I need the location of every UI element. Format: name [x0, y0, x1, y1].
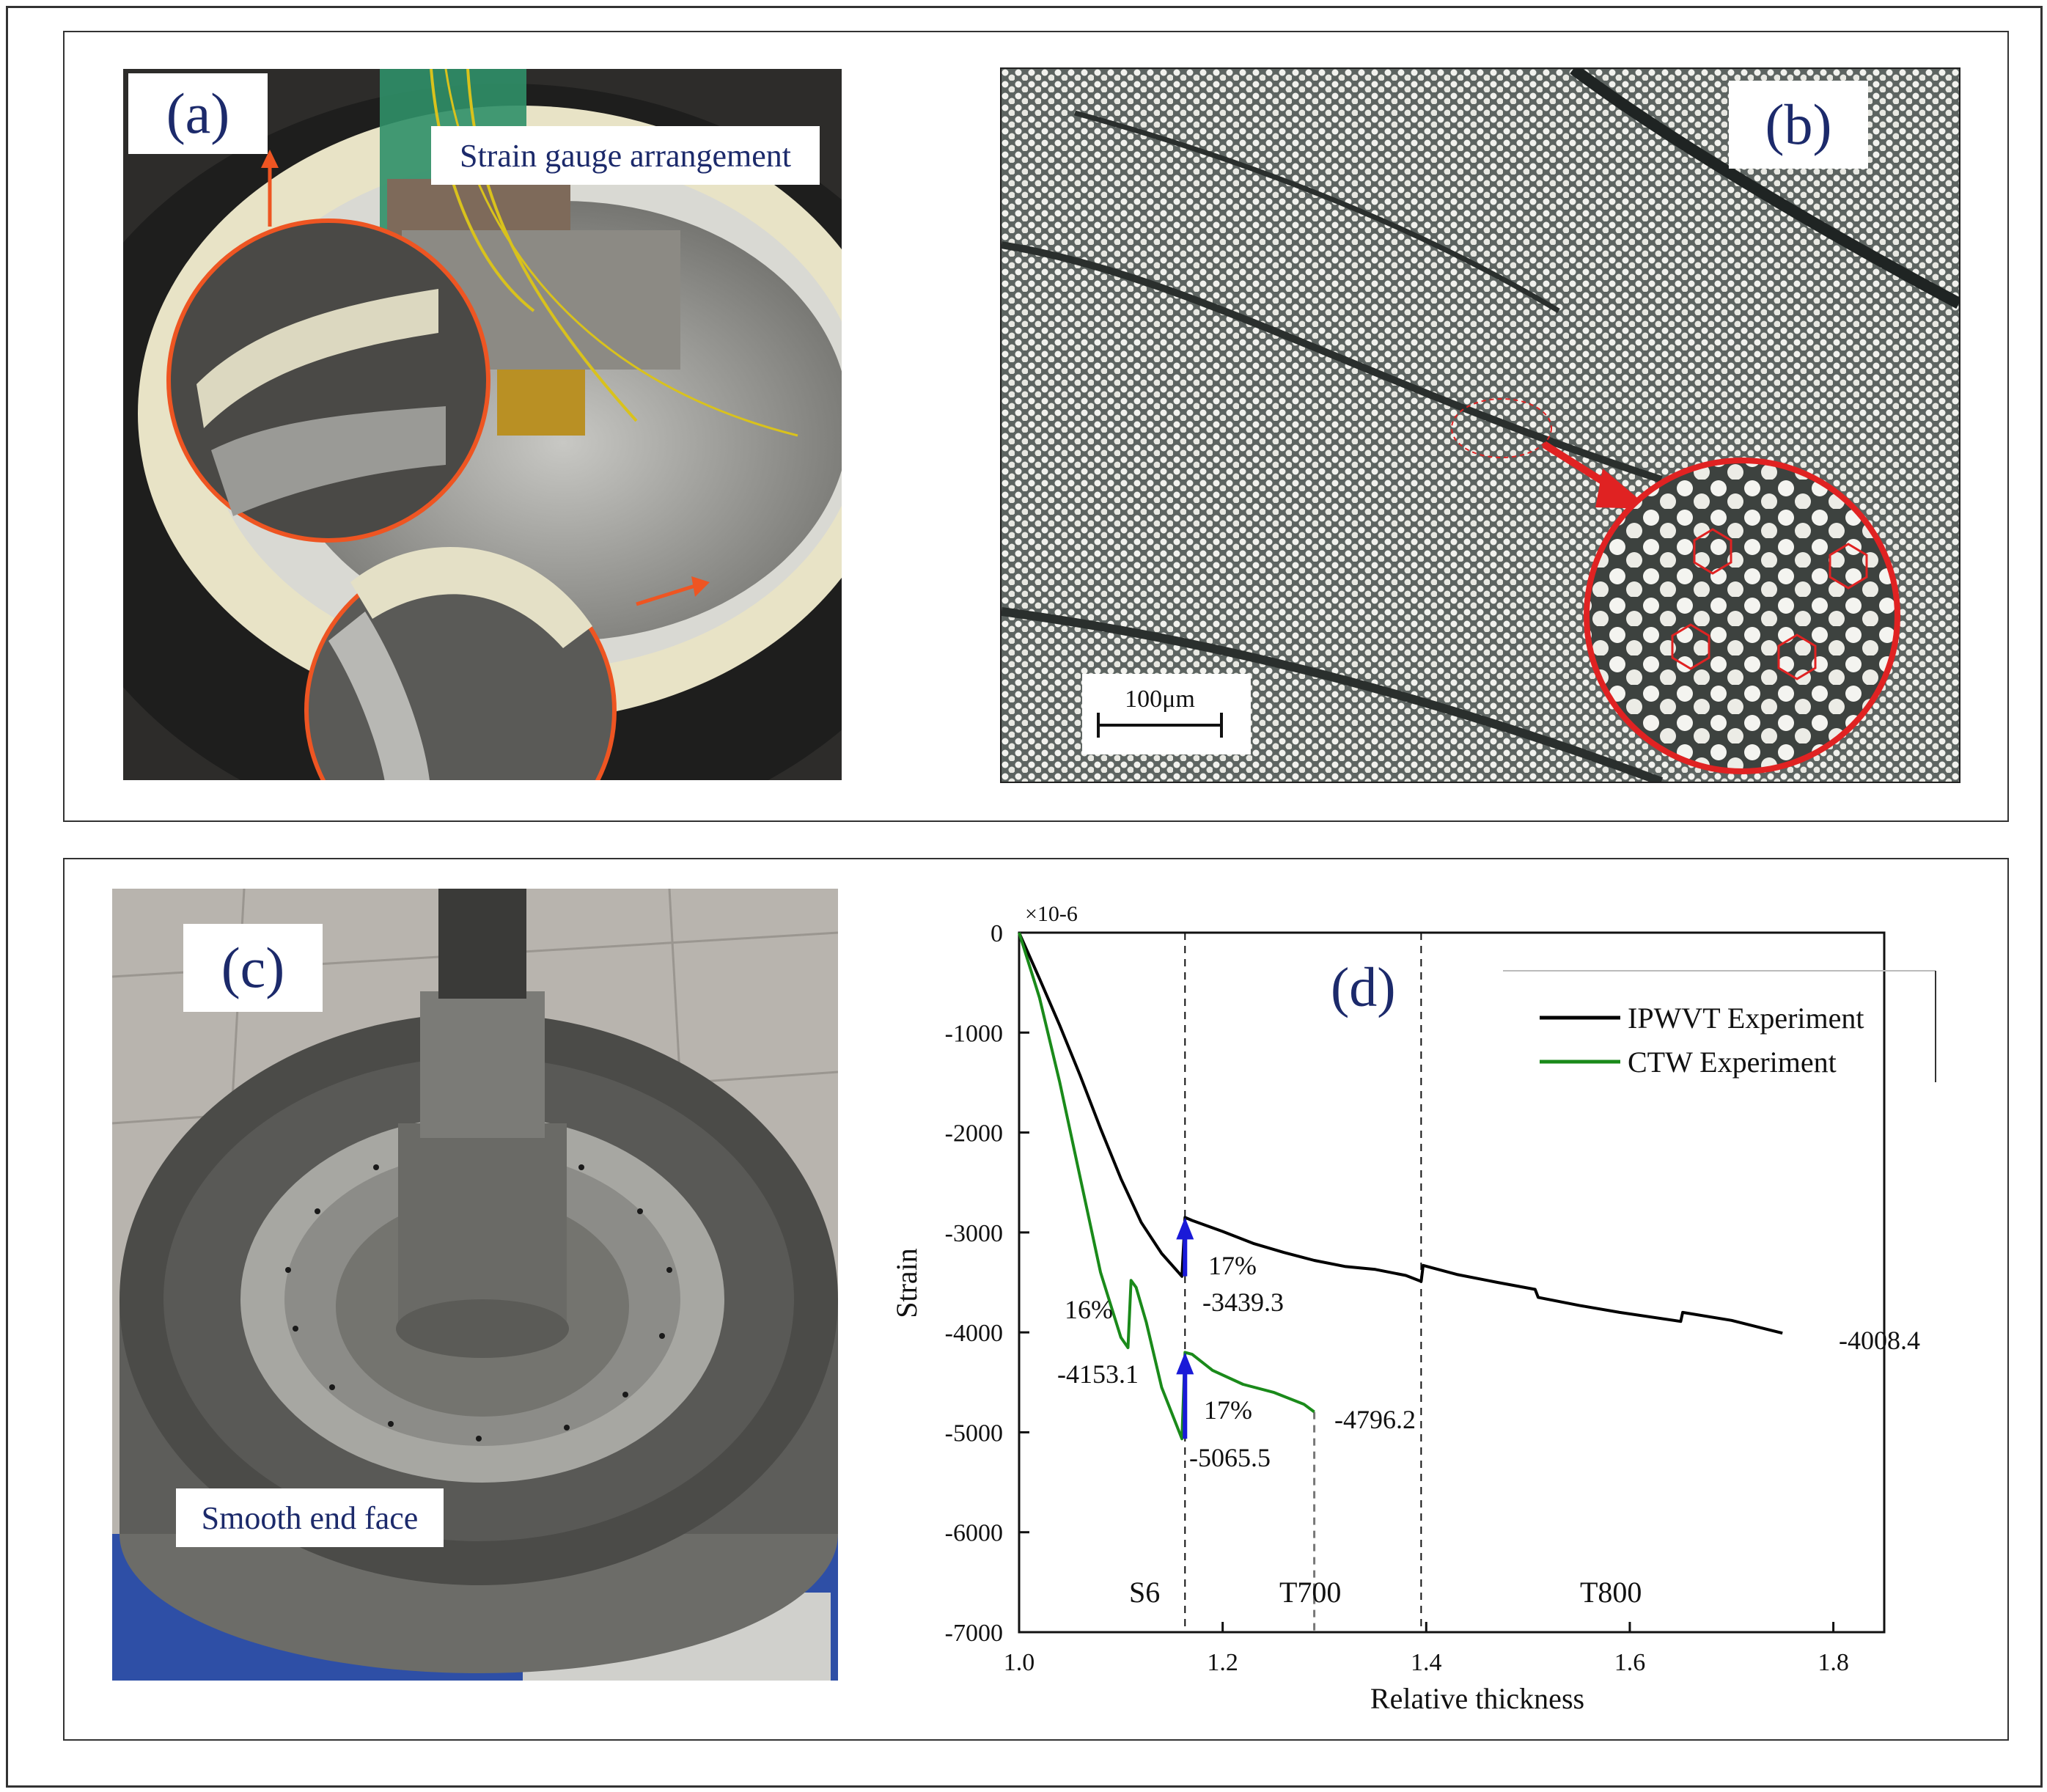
series-lines: [1018, 932, 1783, 1441]
panel-c-caption: Smooth end face: [201, 1499, 419, 1536]
region-label-t700: T700: [1279, 1576, 1341, 1609]
annotation-ipwvt-min: -3439.3: [1202, 1288, 1284, 1317]
panel-a-photo: [123, 69, 842, 780]
panel-c-letter: (c): [221, 936, 285, 999]
x-axis-label: Relative thickness: [1370, 1682, 1584, 1715]
y-tick-label: -2000: [945, 1120, 1003, 1147]
annotation-pct-ipwvt: 17%: [1208, 1251, 1257, 1280]
scale-bar-label: 100μm: [1125, 686, 1195, 713]
annotation-ctw-min-s6: -4153.1: [1057, 1359, 1139, 1389]
legend-label-ctw: CTW Experiment: [1628, 1046, 1837, 1079]
series-line-ctw: [1018, 932, 1315, 1441]
x-tick-label: 1.2: [1207, 1649, 1238, 1676]
y-axis-multiplier: ×10-6: [1025, 902, 1078, 926]
region-boundaries: [1184, 933, 1422, 1632]
panel-c-letter-label: (c): [183, 924, 323, 1012]
x-tick-label: 1.6: [1614, 1649, 1646, 1676]
y-tick-label: -5000: [945, 1420, 1003, 1447]
annotation-pct-ctw: 17%: [1204, 1395, 1252, 1425]
legend-label-ipwvt: IPWVT Experiment: [1628, 1002, 1864, 1035]
x-tick-label: 1.8: [1818, 1649, 1849, 1676]
panel-a-letter: (a): [166, 81, 230, 145]
panel-b-letter: (b): [1765, 92, 1832, 156]
annotation-ctw-end: -4796.2: [1334, 1405, 1416, 1434]
panel-a-illustration: [123, 69, 842, 780]
y-tick-label: 0: [991, 920, 1003, 947]
annotation-pct-s6: 16%: [1065, 1295, 1113, 1324]
x-axis-ticks: 1.0 1.2 1.4 1.6 1.8: [1004, 1622, 1849, 1676]
y-tick-label: -7000: [945, 1620, 1003, 1647]
panel-a-caption: Strain gauge arrangement: [459, 137, 792, 174]
legend: IPWVT Experiment CTW Experiment: [1503, 970, 1936, 1082]
y-tick-label: -1000: [945, 1020, 1003, 1047]
panel-a-letter-label: (a): [128, 73, 268, 154]
series-line-ipwvt: [1018, 932, 1783, 1335]
y-tick-label: -4000: [945, 1320, 1003, 1347]
region-label-t800: T800: [1580, 1576, 1642, 1609]
y-tick-label: -6000: [945, 1520, 1003, 1547]
panel-c-illustration: [112, 889, 838, 1681]
panel-b-letter-label: (b): [1729, 81, 1868, 169]
y-axis-ticks: 0 -1000 -2000 -3000 -4000 -5000 -6000 -7000: [945, 920, 1029, 1647]
region-label-s6: S6: [1129, 1576, 1160, 1609]
arrow-ctw-jump: [1176, 1352, 1194, 1439]
panel-b-illustration: 100μm: [1002, 69, 1959, 782]
plot-area: [1018, 931, 1886, 1634]
y-tick-label: -3000: [945, 1220, 1003, 1247]
arrow-ipwvt-jump: [1176, 1217, 1194, 1277]
strain-chart: 0 -1000 -2000 -3000 -4000 -5000 -6000 -7000 1.0…: [890, 902, 1936, 1715]
panel-c-caption-label: Smooth end face: [176, 1488, 444, 1547]
panel-d-letter: (d): [1331, 957, 1396, 1018]
annotation-ipwvt-end: -4008.4: [1839, 1326, 1920, 1355]
y-axis-label: Strain: [890, 1248, 923, 1318]
x-tick-label: 1.4: [1411, 1649, 1442, 1676]
arrows: [1176, 1217, 1194, 1439]
panel-c-photo: [112, 889, 838, 1681]
panel-a-caption-label: Strain gauge arrangement: [431, 126, 820, 185]
annotation-ctw-min: -5065.5: [1189, 1443, 1271, 1472]
panel-b-micrograph: 100μm: [1000, 67, 1960, 783]
x-tick-label: 1.0: [1004, 1649, 1035, 1676]
